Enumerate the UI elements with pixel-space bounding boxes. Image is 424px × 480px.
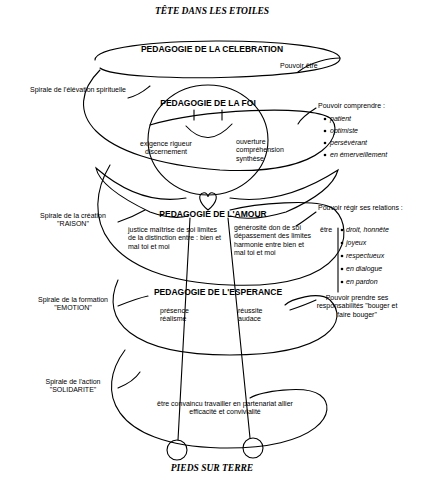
bullet — [341, 268, 344, 271]
quality-list: générosité don de soi dépassement des li… — [234, 224, 316, 258]
spiral-loop — [98, 165, 344, 285]
pedagogy-heading: PEDAGOGIE DE LA CELEBRATION — [92, 44, 332, 54]
heart-symbol — [200, 193, 217, 210]
leader-line — [290, 300, 316, 310]
bullet-item: en pardon — [346, 278, 378, 286]
spiral-label: Spirale de l'action "SOLIDARITE" — [28, 378, 118, 395]
quality-list: présence réalisme — [160, 307, 205, 324]
pedagogy-heading: PEDAGOGIE DE LA FOI — [143, 98, 273, 108]
bullet — [324, 142, 327, 145]
bullet — [341, 229, 344, 232]
bullet-item: en émerveillement — [330, 151, 387, 159]
spiral-label: Spirale de la création "RAISON" — [28, 212, 118, 229]
ability-label: être — [320, 226, 332, 234]
bullet — [324, 154, 327, 157]
pedagogy-heading: PEDAGOGIE DE L'ESPERANCE — [143, 287, 293, 297]
leader-line — [298, 108, 316, 124]
bullet — [324, 118, 327, 121]
bullet-item: joyeux — [346, 239, 366, 247]
quality-list: réussite audace — [238, 307, 283, 324]
leader-line — [118, 372, 140, 388]
spiral-loop — [113, 280, 337, 355]
bullet-item: en dialogue — [346, 265, 382, 273]
bullet-item: respectueux — [346, 252, 384, 260]
quality-list: exigence rigueur discernement — [140, 140, 192, 157]
bullet — [324, 130, 327, 133]
quality-list: être convaincu travailler en partenariat… — [150, 400, 300, 417]
leader-line — [128, 86, 150, 98]
diagram-caption: PIEDS SUR TERRE — [0, 463, 424, 474]
ability-label: Pouvoir comprendre : — [318, 102, 385, 110]
quality-list: ouverture compréhension synthèse — [236, 138, 296, 163]
spiral-loop — [111, 350, 326, 448]
bullet — [341, 281, 344, 284]
ability-label: Pouvoir prendre ses responsabilités "bou… — [316, 294, 398, 319]
bullet-item: optimiste — [330, 127, 358, 135]
leader-line — [118, 296, 148, 306]
bullet — [341, 242, 344, 245]
spiral-label: Spirale de la formation "EMOTION" — [28, 296, 118, 313]
leader-line — [118, 210, 145, 222]
pedagogy-heading: PEDAGOGIE DE L'AMOUR — [143, 209, 283, 219]
bullet-item: patient — [330, 115, 351, 123]
bullet-item: droit, honnête — [346, 226, 389, 234]
diagram-title: TÊTE DANS LES ETOILES — [0, 6, 424, 17]
eye — [193, 110, 194, 120]
right-foot — [243, 438, 263, 458]
quality-list: justice maîtrise de soi limites de la di… — [128, 226, 226, 251]
ability-label: Pouvoir être — [280, 62, 318, 70]
smile — [186, 124, 232, 138]
leader-line — [296, 212, 316, 226]
left-foot — [167, 440, 187, 460]
ability-label: Pouvoir régir ses relations : — [318, 204, 403, 212]
spiral-label: Spirale de l'élévation spirituelle — [28, 86, 128, 94]
bullet-item: persévérant — [330, 139, 367, 147]
bullet — [341, 255, 344, 258]
bracket — [337, 228, 338, 292]
eye — [221, 110, 222, 120]
